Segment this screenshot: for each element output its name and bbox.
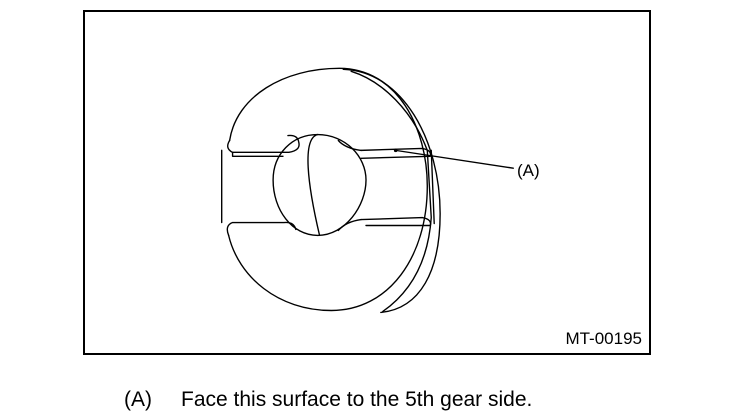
spacer-outer-face xyxy=(227,67,428,312)
figure-caption: (A) Face this surface to the 5th gear sid… xyxy=(124,387,532,413)
left-slot-upper xyxy=(227,134,300,154)
callout-dot xyxy=(393,148,398,153)
right-slot-lower xyxy=(360,216,432,227)
callout-leader xyxy=(394,149,514,169)
bore-inner-shadow xyxy=(307,133,321,237)
bore-notch-top xyxy=(337,139,362,152)
left-slot-top-edge xyxy=(231,151,284,157)
figure-frame: (A) MT-00195 xyxy=(83,10,651,355)
bore-notch-bottom xyxy=(337,218,362,232)
left-slot-lower xyxy=(226,221,297,237)
figure-code: MT-00195 xyxy=(565,329,642,348)
callout-label-a: (A) xyxy=(517,161,540,180)
spacer-side-band xyxy=(350,70,432,313)
right-slot-outer xyxy=(430,149,435,225)
caption-key: (A) xyxy=(124,388,152,411)
caption-text: Face this surface to the 5th gear side. xyxy=(181,388,533,411)
gear-spacer-illustration xyxy=(221,67,514,314)
central-bore xyxy=(272,133,367,237)
spacer-back-edge xyxy=(342,68,441,314)
